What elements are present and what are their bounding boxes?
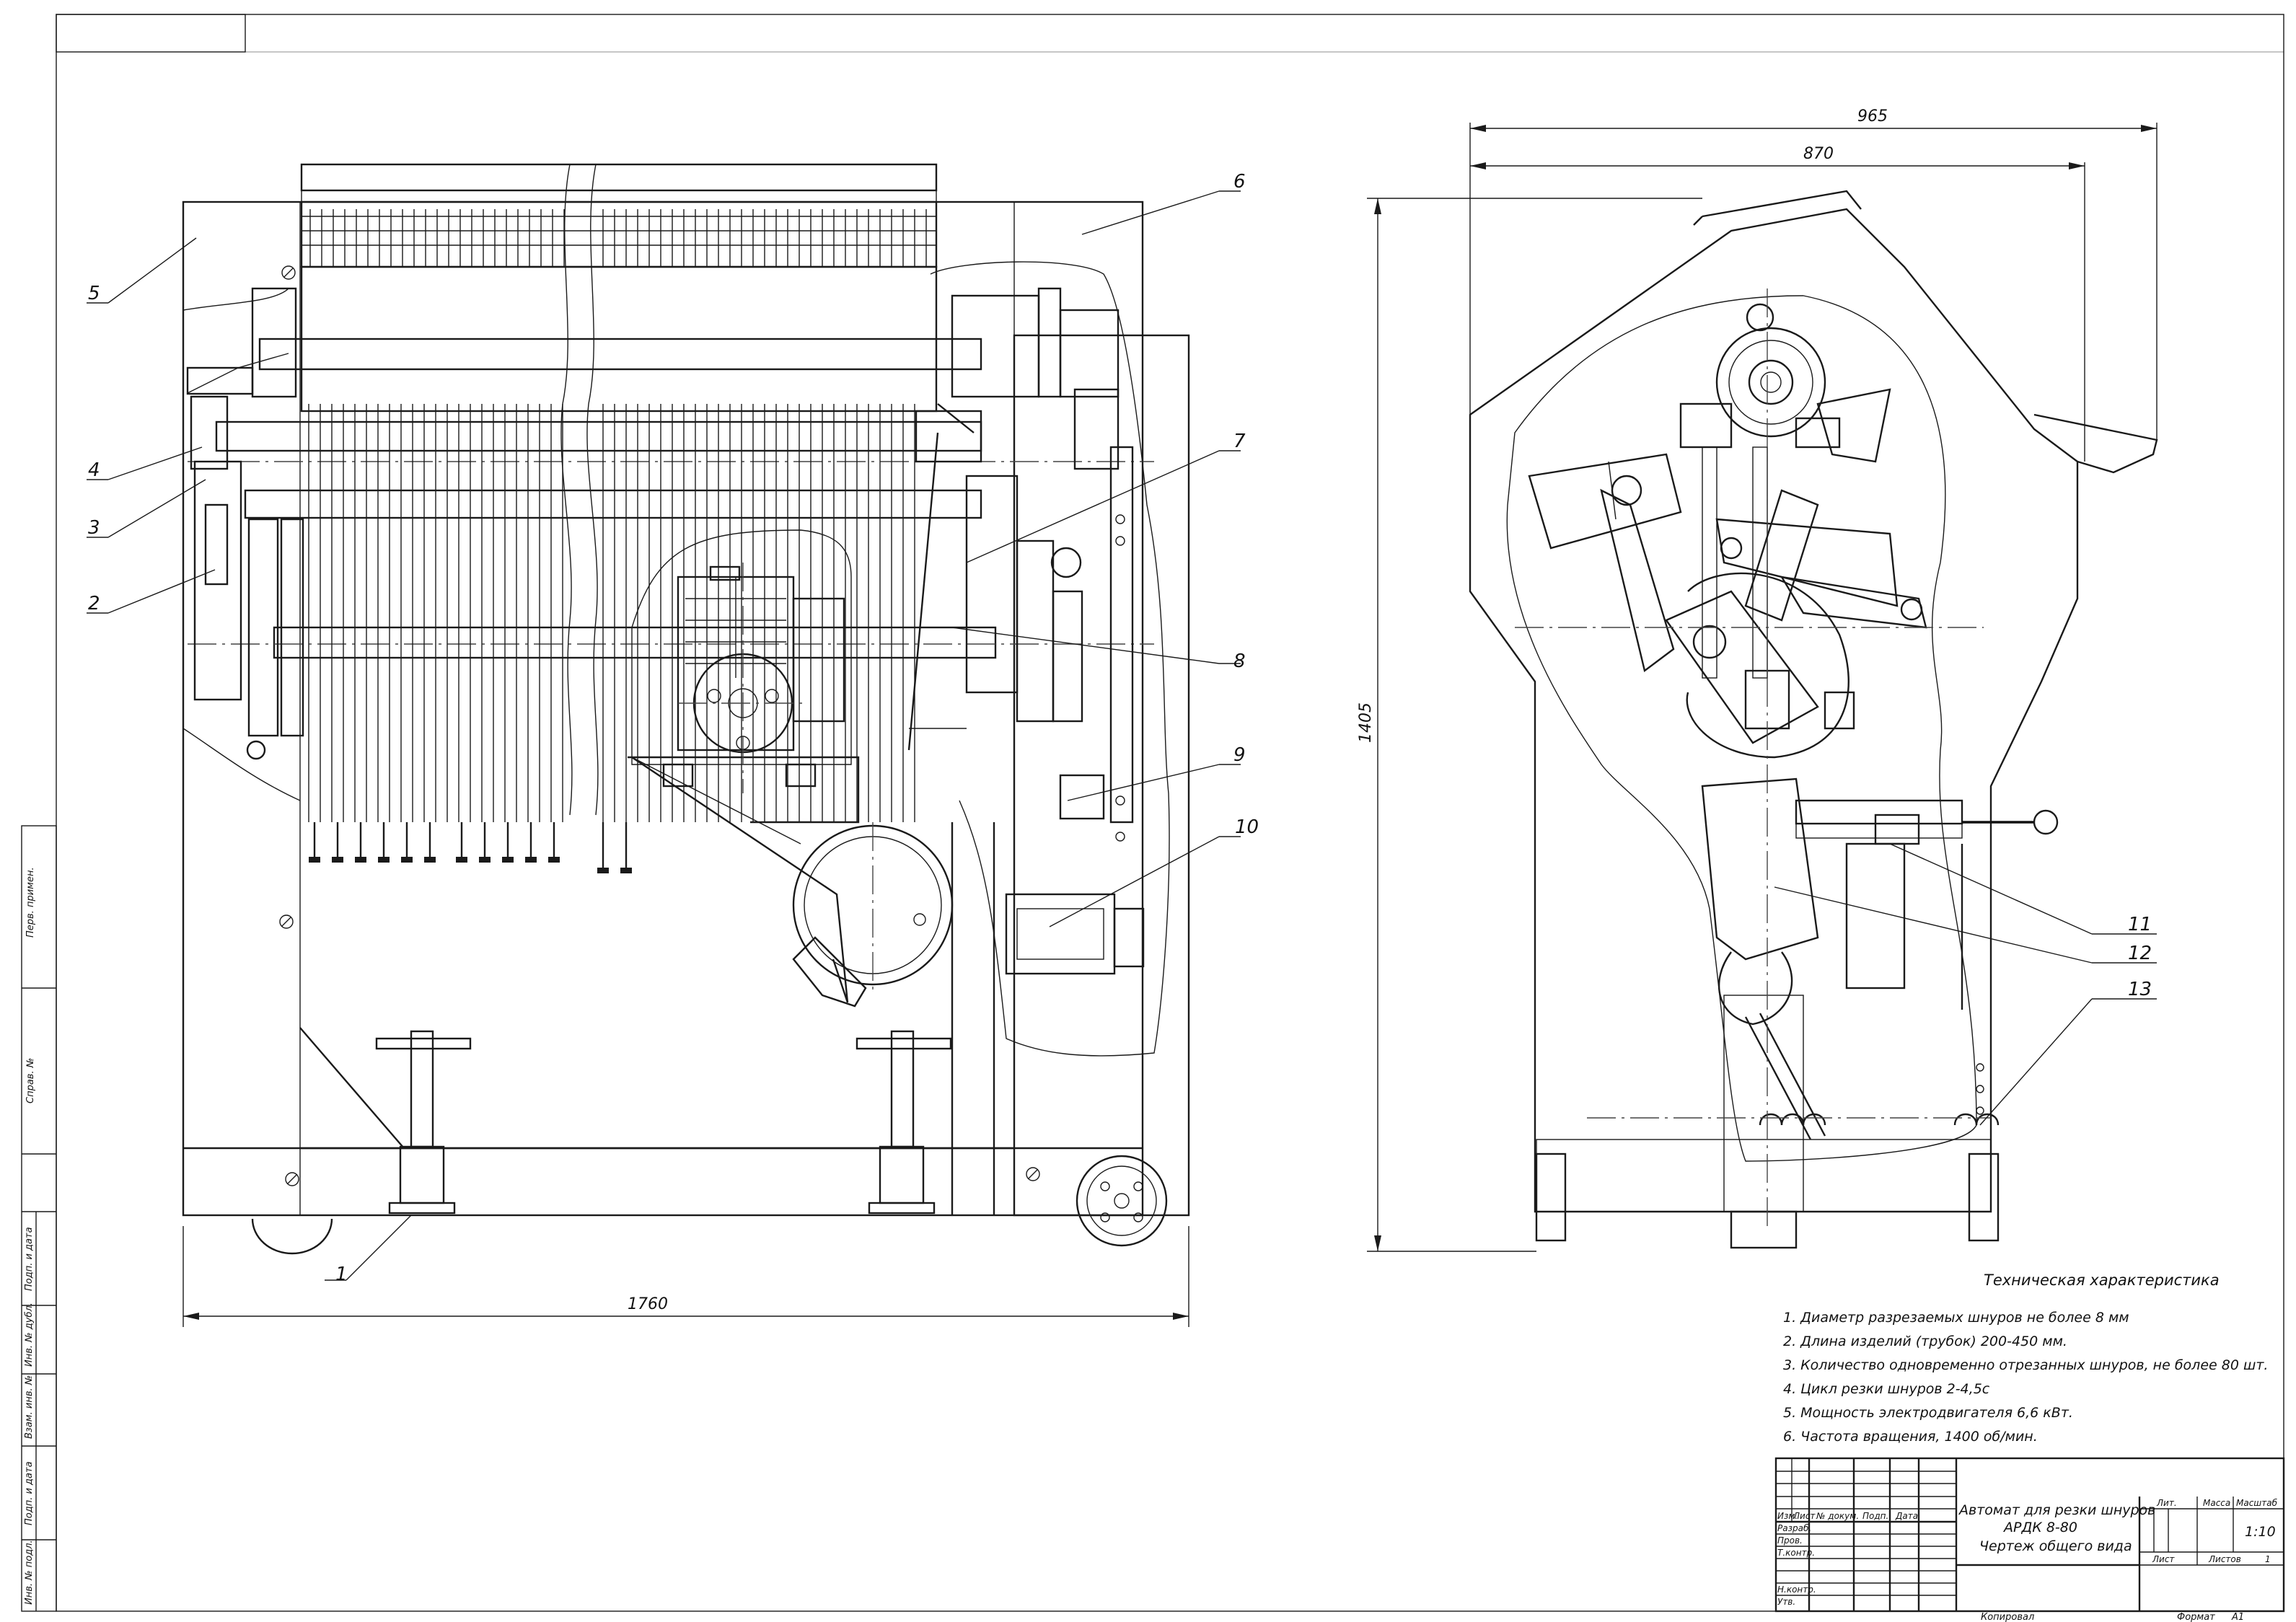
tb-col-list: Лист <box>1793 1511 1816 1521</box>
callout-1: 1 <box>335 1264 348 1285</box>
tb-title-line1: Автомат для резки шнуров <box>1958 1502 2155 1518</box>
tb-mass-label: Масса <box>2203 1498 2230 1508</box>
tb-col-izm: Изм. <box>1777 1511 1798 1521</box>
side-stamp-sign-date-1: Подп. и дата <box>24 1227 35 1291</box>
tech-spec-item-2: 2. Длина изделий (трубок) 200-450 мм. <box>1783 1334 2067 1349</box>
side-stamp-dup-inv: Инв. № дубл. <box>24 1303 35 1367</box>
front-right-jack <box>855 1030 952 1215</box>
tech-spec-item-5: 5. Мощность электродвигателя 6,6 кВт. <box>1783 1405 2073 1421</box>
callout-3: 3 <box>88 517 100 539</box>
tb-col-date: Дата <box>1895 1511 1918 1521</box>
front-view-callouts: 1 2 3 4 5 6 7 8 9 10 <box>88 171 1259 1285</box>
tech-spec-heading: Техническая характеристика <box>1984 1271 2220 1289</box>
callout-6: 6 <box>1233 171 1246 193</box>
callout-7: 7 <box>1233 431 1246 452</box>
side-view <box>1469 190 2158 1249</box>
tb-sheet-label: Лист <box>2152 1554 2175 1564</box>
tb-row-prov: Пров. <box>1777 1535 1803 1546</box>
side-stamp-sign-date-2: Подп. и дата <box>24 1461 35 1525</box>
side-view-dimensions: 965 870 1405 <box>1357 107 2158 1252</box>
side-view-leaders <box>1774 843 2157 1126</box>
side-stamp-orig-inv: Инв. № подл. <box>24 1540 35 1605</box>
callout-10: 10 <box>1235 816 1259 838</box>
callout-8: 8 <box>1233 651 1246 672</box>
footer-copied: Копировал <box>1981 1612 2034 1622</box>
dimension-length: 1760 <box>182 1226 1189 1327</box>
tb-lit-label: Лит. <box>2156 1498 2177 1508</box>
front-view-leaders <box>87 190 1241 1281</box>
tb-scale-label: Масштаб <box>2236 1498 2278 1508</box>
callout-9: 9 <box>1233 744 1246 766</box>
dim-1405: 1405 <box>1357 702 1375 743</box>
tech-spec-item-6: 6. Частота вращения, 1400 об/мин. <box>1783 1429 2038 1445</box>
title-block: Изм. Лист № докум. Подп. Дата Разраб. Пр… <box>1774 1457 2285 1613</box>
tech-spec-item-4: 4. Цикл резки шнуров 2-4,5с <box>1783 1381 1990 1397</box>
side-view-callouts: 11 12 13 <box>2128 914 2152 1000</box>
dim-1760: 1760 <box>628 1295 668 1313</box>
callout-5: 5 <box>88 283 100 304</box>
tech-spec-item-1: 1. Диаметр разрезаемых шнуров не более 8… <box>1783 1310 2129 1326</box>
callout-11: 11 <box>2128 914 2152 935</box>
side-stamp-replace-inv: Взам. инв. № <box>24 1375 35 1439</box>
tb-row-razrab: Разраб. <box>1777 1523 1811 1533</box>
side-stamp: Перв. примен. Справ. № Подп. и дата Инв.… <box>22 867 56 1611</box>
sheet-frame <box>21 14 2284 1612</box>
dim-870: 870 <box>1803 145 1834 163</box>
tb-title-line2: АРДК 8-80 <box>2002 1520 2077 1535</box>
tb-row-utv: Утв. <box>1777 1597 1795 1607</box>
dim-965: 965 <box>1857 107 1888 125</box>
callout-12: 12 <box>2128 943 2152 964</box>
side-stamp-first-use: Перв. примен. <box>25 867 36 938</box>
tb-col-sign: Подп. <box>1862 1511 1888 1521</box>
tb-row-nkontr: Н.контр. <box>1777 1584 1816 1595</box>
callout-4: 4 <box>88 459 100 481</box>
sheet-footer: Копировал Формат А1 <box>1981 1612 2244 1622</box>
tech-spec: Техническая характеристика 1. Диаметр ра… <box>1783 1271 2268 1445</box>
tb-sheets-label: Листов <box>2208 1554 2241 1564</box>
footer-format-value: А1 <box>2231 1612 2244 1622</box>
footer-format-label: Формат <box>2177 1612 2215 1622</box>
callout-13: 13 <box>2128 979 2152 1000</box>
tb-col-doc: № докум. <box>1816 1511 1859 1521</box>
tech-spec-item-3: 3. Количество одновременно отрезанных шн… <box>1783 1357 2268 1373</box>
side-stamp-ref-number: Справ. № <box>25 1058 36 1103</box>
tb-title-line3: Чертеж общего вида <box>1979 1538 2132 1554</box>
tb-scale-value: 1:10 <box>2245 1524 2276 1540</box>
tb-row-tkontr: Т.контр. <box>1777 1548 1815 1558</box>
front-left-jack <box>375 1030 472 1215</box>
callout-2: 2 <box>88 593 100 614</box>
front-view <box>182 163 1190 1255</box>
tb-sheets-value: 1 <box>2265 1554 2271 1564</box>
